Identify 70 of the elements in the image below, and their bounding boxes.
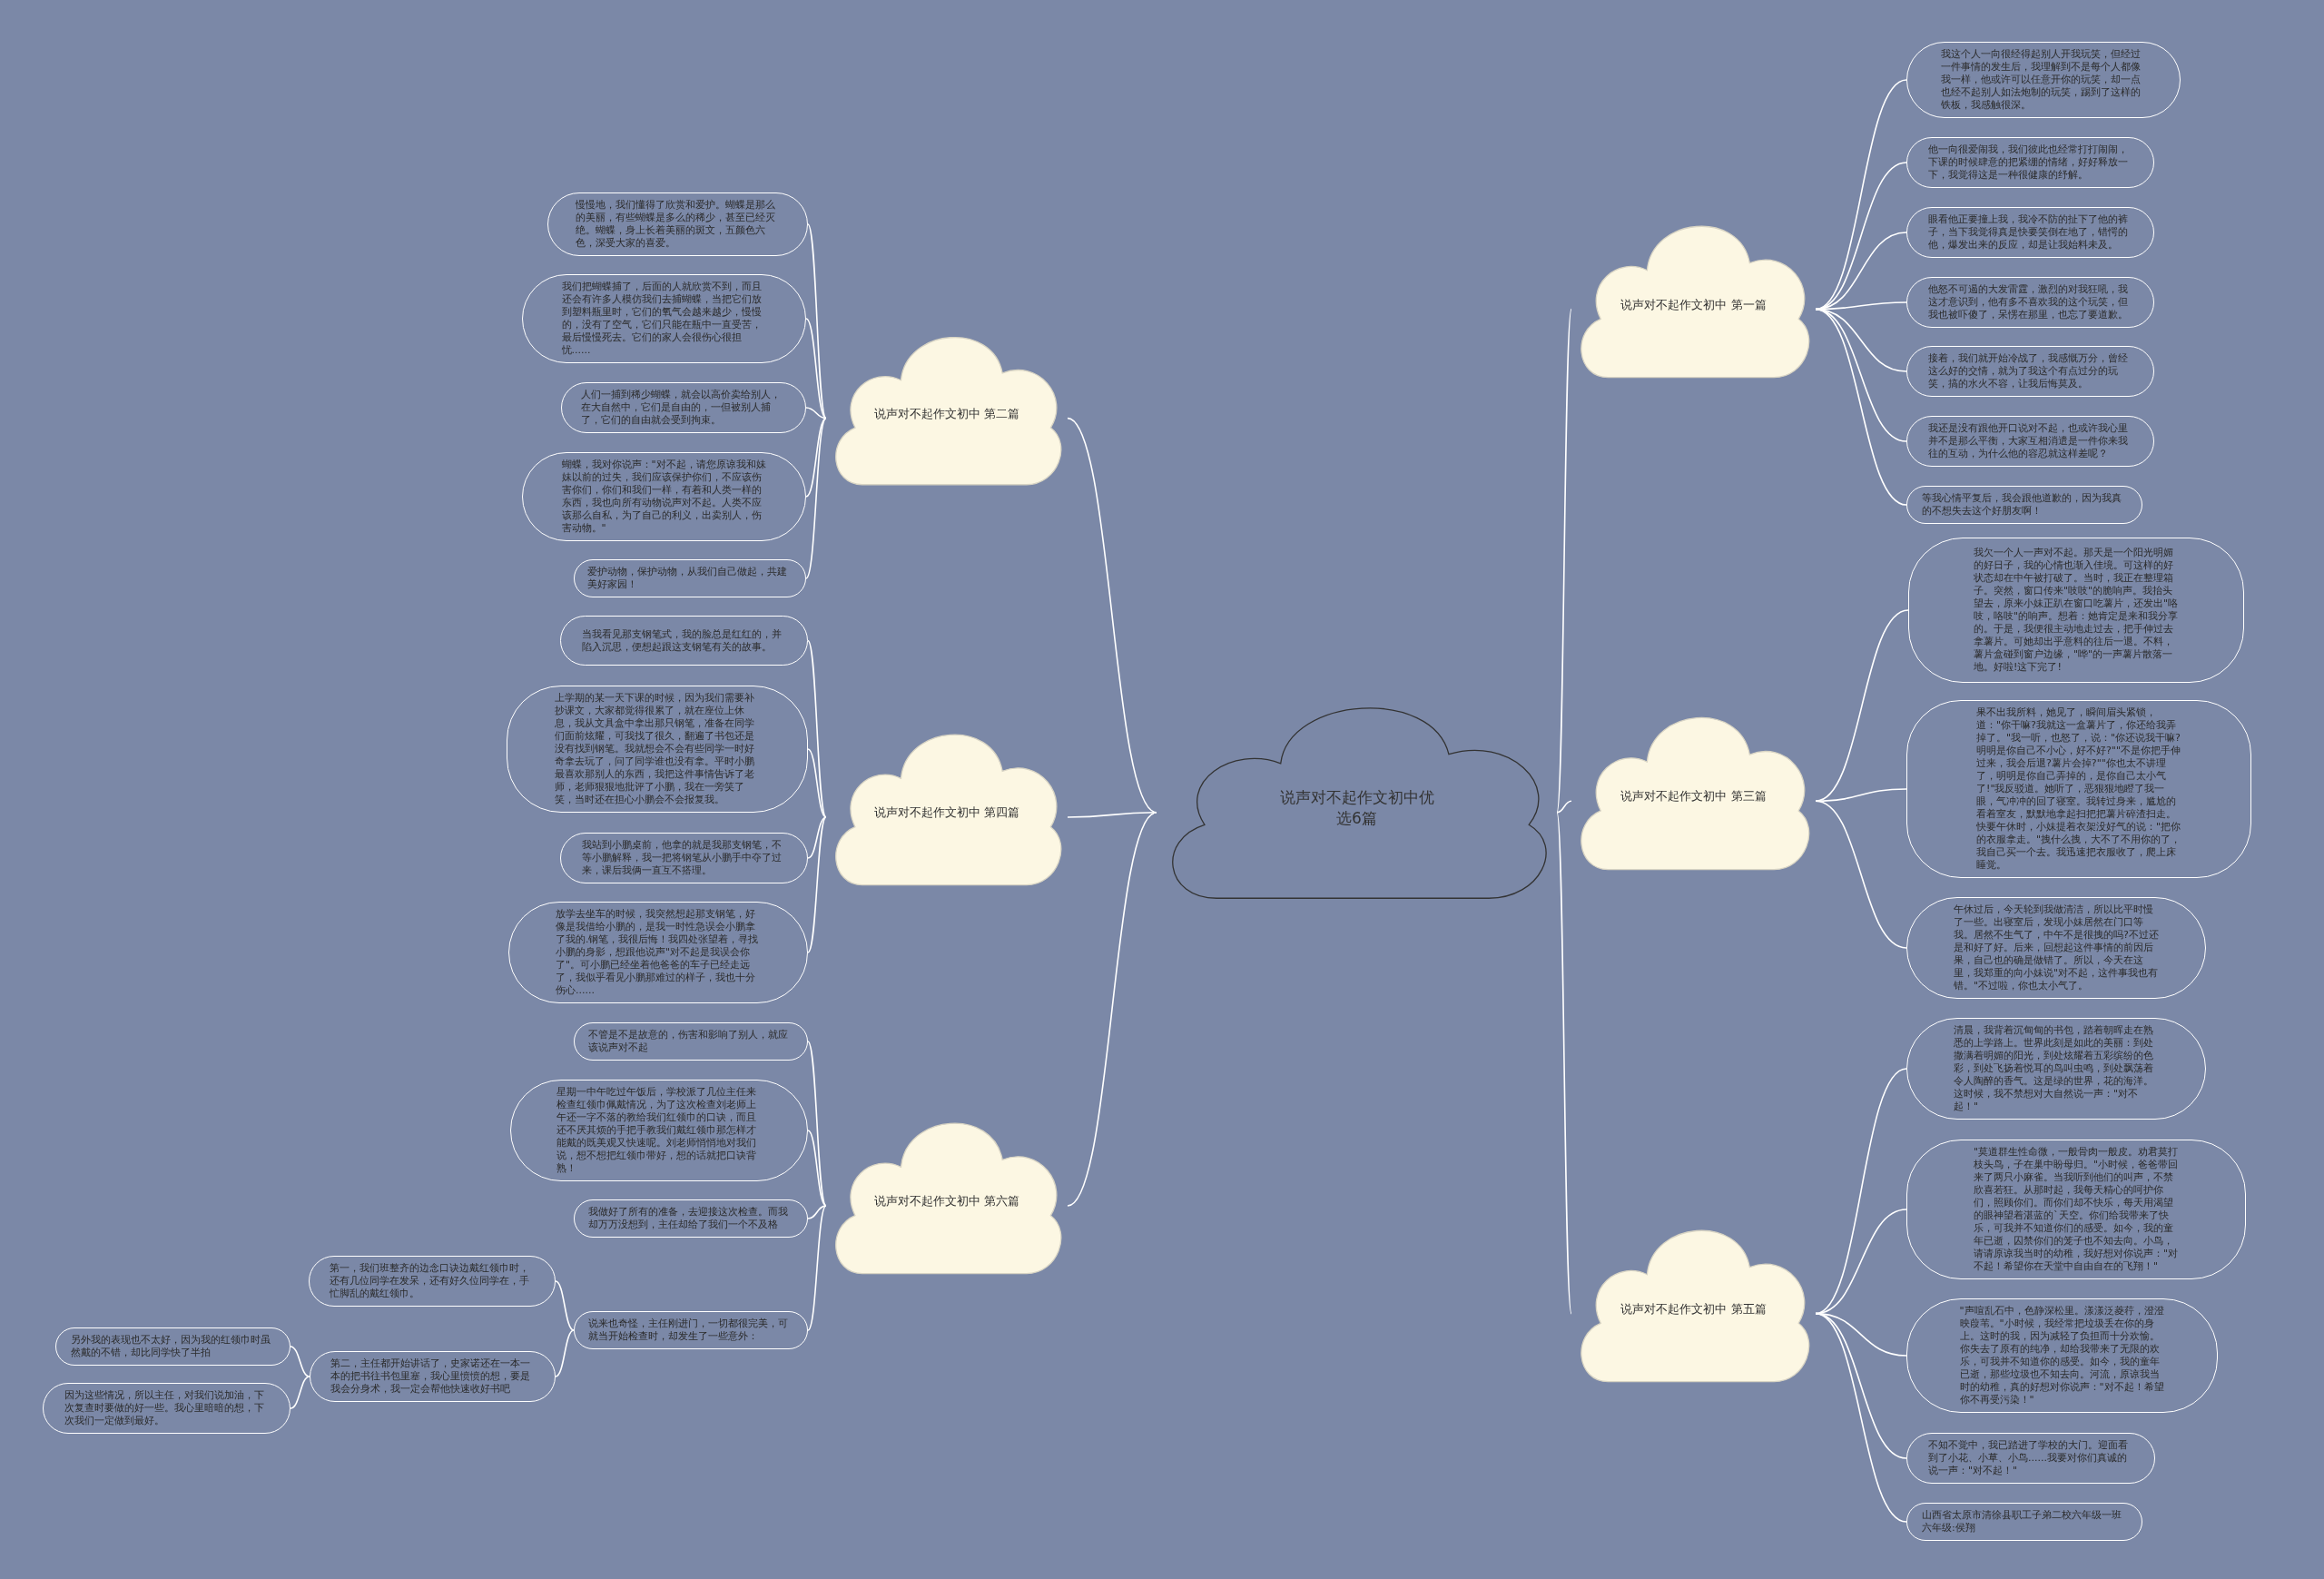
connector-line [805,417,827,579]
connector-line [1556,812,1572,1315]
paragraph-text: 我这个人一向很经得起别人开我玩笑，但经过一件事情的发生后，我理解到不是每个人都像我一样，他或许可以任意开你的玩笑，却一点也经不起别人如法炮制的玩笑，踢到了这样的铁板，我感触很深。 [1941,48,2142,112]
connector-line [807,1130,827,1207]
paragraph-text: 上学期的某一天下课的时候，因为我们需要补抄课文，大家都觉得很累了，就在座位上休息，我从文具盒中拿出那只钢笔，准备在同学们面前炫耀，可我找了很久，翻遍了书包还是没有找到钢笔。我就想会不会有些同学一时好奇拿去玩了，问了同学谁也没有拿。平时小鹏最喜欢那别人的东西，我把这件事情告诉了老师，老师狠狠地批评了小鹏，我在一旁笑了笑，当时还在担心小鹏会不会报复我。 [555,692,755,806]
connector-line [1556,800,1572,814]
text-bubble [507,686,808,813]
paragraph-text: 果不出我所料，她见了，瞬间眉头紧锁，道："你干嘛?我就这一盒薯片了，你还给我弄掉了。"我一听，也怒了，说："你还说我干嘛?明明是你自己不小心，好不好?""不是你把手伸过来，我会后退?薯片会掉?""你也太不讲理了，明明是你自己弄掉的，是你自己太小气了!"我反驳道。她听了，恶狠狠地瞪了我一眼，气冲冲的回了寝室。我转过身来，尴尬的看着室友，默默地拿起扫把把薯片碎渣扫走。快要午休时，小妹提着衣架没好气的说："把你的衣服拿走。"拽什么拽，大不了不用你的了，我自己买一个去。我迅速把衣服收了，爬上床睡觉。 [1976,706,2181,872]
paragraph-text: 他一向很爱闹我，我们彼此也经常打打闹闹，下课的时候肆意的把紧绷的情绪，好好释放一下，我觉得这是一种很健康的纾解。 [1927,143,2129,182]
paragraph-text: 星期一中午吃过午饭后，学校派了几位主任来检查红领巾佩戴情况，为了这次检查刘老师上午还一字不落的教给我们红领巾的口诀，而且还不厌其烦的手把手教我们戴红领巾那怎样才能戴的既美观又快速呢。刘老师悄悄地对我们说，想不想把红领巾带好，想的话就把口诀背熟！ [556,1086,757,1175]
paragraph-text: 我还是没有跟他开口说对不起，也或许我心里并不是那么平衡，大家互相消遣是一件你来我往的互动，为什么他的容忍就这样差呢？ [1927,422,2129,460]
connector-line [807,223,827,419]
topic-label: 说声对不起作文初中 第四篇 [872,804,1021,821]
paragraph-text: 我们把蝴蝶捕了，后面的人就欣赏不到，而且还会有许多人模仿我们去捕蝴蝶，当把它们放到塑料瓶里时，它们的氧气会越来越少，慢慢的，没有了空气，它们只能在瓶中一直受苦，最后慢慢死去。它们的家人会很伤心很担忧...... [561,281,763,357]
connector-line [805,318,827,419]
connector-line [290,1346,310,1377]
connector-line [807,1205,827,1331]
topic-label: 说声对不起作文初中 第一篇 [1620,296,1768,313]
paragraph-text: 第二，主任都开始讲话了，史家诺还在一本一本的把书往书包里塞，我心里愤愤的想，要是我会分身术，我一定会帮他快速收好书吧 [330,1357,531,1396]
connector-line [290,1376,310,1409]
topic-label: 说声对不起作文初中 第六篇 [872,1193,1021,1209]
connector-line [807,748,827,818]
paragraph-text: 我站到小鹏桌前，他拿的就是我那支钢笔，不等小鹏解释，我一把将钢笔从小鹏手中夺了过来，课后我俩一直互不搭理。 [581,839,783,877]
connector-line [555,1280,575,1331]
paragraph-text: 爱护动物，保护动物，从我们自己做起，共建美好家园！ [587,566,788,591]
connector-line [807,639,827,818]
paragraph-text: 另外我的表现也不太好，因为我的红领巾时虽然戴的不错，却比同学快了半拍 [70,1334,271,1359]
connector-line [807,1041,827,1207]
paragraph-text: 不知不觉中，我已踏进了学校的大门。迎面看到了小花、小草、小鸟......我要对你们真诚的说一声："对不起！" [1928,1439,2129,1477]
connector-line [1556,308,1572,814]
paragraph-text: "声喧乱石中，色静深松里。漾漾泛菱荇，澄澄映葭苇。"小时候，我经常把垃圾丢在你的身上。这时的我，因为减轻了负担而十分欢愉。你失去了原有的纯净，却给我带来了无限的欢乐，可我并不知道你的感受。如今，我的童年已逝，那些垃圾也不知去向。河流，原谅我当时的幼稚，真的好想对你说声："对不起！希望你不再受污染！" [1959,1305,2165,1406]
paragraph-text: 当我看见那支钢笔式，我的脸总是红红的，并陷入沉思，便想起跟这支钢笔有关的故事。 [581,627,783,654]
connector-line [805,417,827,498]
paragraph-text: 说来也奇怪，主任刚进门，一切都很完美，可就当开始检查时，却发生了一些意外： [588,1317,789,1343]
text-bubble [1906,700,2251,878]
paragraph-text: 午休过后，今天轮到我做清洁，所以比平时慢了一些。出寝室后，发现小妹居然在门口等我。居然不生气了，中午不是很拽的吗?不过还是和好了好。后来，回想起这件事情的前因后果，自己也的确是做错了。所以，今天在这里，我郑重的向小妹说"对不起，这件事我也有错。"不过啦，你也太小气了。 [1954,903,2159,992]
connector-line [1067,812,1157,1207]
text-bubble [1906,1140,2246,1279]
paragraph-text: 我欠一个人一声对不起。那天是一个阳光明媚的好日子，我的心情也渐入佳境。可这样的好状态却在中午被打破了。当时，我正在整理箱子。突然，窗口传来"吱吱"的脆响声。我抬头望去，原来小妹正趴在窗口吃薯片，还发出"咯吱，咯吱"的响声。想着：她肯定是来和我分享的。于是，我便很主动地走过去，把手伸过去拿薯片。可她却出乎意料的往后一退。不料，薯片盒碰到窗户边缘，"哗"的一声薯片散落一地。好啦!这下完了! [1974,547,2179,674]
paragraph-text: 我做好了所有的准备，去迎接这次检查。而我却万万没想到，主任却给了我们一个不及格 [588,1206,789,1231]
paragraph-text: 他怒不可遏的大发雷霆，激烈的对我狂吼，我这才意识到，他有多不喜欢我的这个玩笑，但我也被吓傻了，呆愣在那里，也忘了要道歉。 [1927,283,2129,321]
paragraph-text: 放学去坐车的时候，我突然想起那支钢笔，好像是我借给小鹏的，是我一时性急误会小鹏拿了我的.钢笔，我很后悔！我四处张望着，寻找小鹏的身影，想跟他说声"对不起是我误会你了"。可小鹏已经坐着他爸爸的车子已经走远了，我似乎看见小鹏那难过的样子，我也十分伤心...... [556,908,760,997]
text-bubble [1906,1298,2218,1413]
topic-label: 说声对不起作文初中 第三篇 [1620,788,1768,804]
paragraph-text: 人们一捕到稀少蝴蝶，就会以高价卖给别人，在大自然中，它们是自由的，一但被别人捕了，它们的自由就会受到拘束。 [581,389,782,427]
paragraph-text: 不管是不是故意的，伤害和影响了别人，就应该说声对不起 [588,1029,789,1054]
paragraph-text: 因为这些情况，所以主任，对我们说加油，下次复查时要做的好一些。我心里暗暗的想，下次我们一定做到最好。 [64,1389,265,1427]
paragraph-text: "莫道群生性命微，一般骨肉一般皮。劝君莫打枝头鸟，子在巢中盼母归。"小时候，爸爸带回来了两只小麻雀。当我听到他们的叫声，不禁欣喜若狂。从那时起，我每天精心的呵护你们，照顾你们。而你们却不快乐，每天用渴望的眼神望着湛蓝的`天空。你们给我带来了快乐，可我并不知道你们的感受。如今，我的童年已逝，囚禁你们的笼子也不知去向。小鸟，请请原谅我当时的幼稚，我好想对你说声："对不起！希望你在天堂中自由自在的飞翔！" [1974,1146,2179,1273]
topic-label: 说声对不起作文初中优选6篇 [1278,786,1435,829]
connector-line [1815,788,1907,802]
connector-line [555,1329,575,1377]
connector-line [1815,1312,1907,1523]
paragraph-text: 第一，我们班整齐的边念口诀边戴红领巾时，还有几位同学在发呆，还有好久位同学在，手忙脚乱的戴红领巾。 [330,1262,530,1300]
text-bubble [1908,538,2244,683]
paragraph-text: 蝴蝶，我对你说声："对不起，请您原谅我和妹妹以前的过失，我们应该保护你们，不应该伤害你们，你们和我们一样，有着和人类一样的东西，我也向所有动物说声对不起。人类不应该那么自私，为了自己的利义，出卖别人，伤害动物。" [561,459,767,535]
connector-line [805,407,827,419]
paragraph-text: 慢慢地，我们懂得了欣赏和爱护。蝴蝶是那么的美丽，有些蝴蝶是多么的稀少，甚至已经灭绝。蝴蝶，身上长着美丽的斑文，五颜色六色，深受大家的喜爱。 [575,199,776,250]
paragraph-text: 清晨，我背着沉甸甸的书包，踏着朝晖走在熟悉的上学路上。世界此刻是如此的美丽：到处撒满着明媚的阳光，到处炫耀着五彩缤纷的色彩，到处飞扬着悦耳的鸟叫虫鸣，到处飘荡着令人陶醉的香气。这是绿的世界，花的海洋。这时候，我不禁想对大自然说一声："对不起！" [1954,1024,2154,1113]
paragraph-text: 等我心情平复后，我会跟他道歉的，因为我真的不想失去这个好朋友啊！ [1922,492,2122,518]
connector-line [807,816,827,859]
connector-line [1815,800,1907,949]
paragraph-text: 山西省太原市清徐县职工子弟二校六年级一班六年级:侯翔 [1922,1509,2122,1535]
connector-line [807,816,827,953]
connector-line [1815,1068,1907,1315]
paragraph-text: 接着，我们就开始冷战了，我感慨万分，曾经这么好的交情，就为了我这个有点过分的玩笑，搞的水火不容，让我后悔莫及。 [1927,352,2129,390]
connector-line [807,1205,827,1219]
connector-line [1815,79,1907,311]
topic-label: 说声对不起作文初中 第二篇 [872,406,1021,422]
paragraph-text: 眼看他正要撞上我，我冷不防的扯下了他的裤子，当下我觉得真是快要笑倒在地了，错愕的他，爆发出来的反应，却是让我始料未及。 [1927,213,2129,252]
topic-label: 说声对不起作文初中 第五篇 [1620,1300,1768,1317]
